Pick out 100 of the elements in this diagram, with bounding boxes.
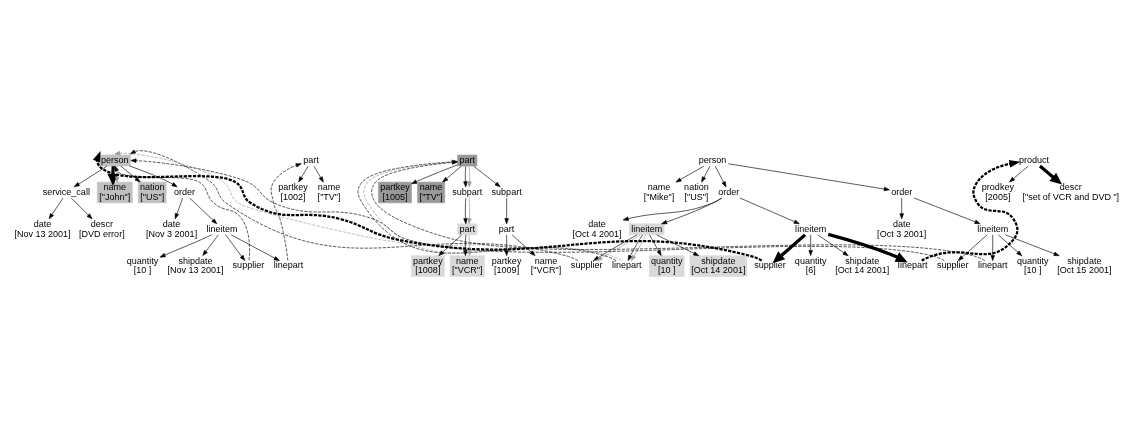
node-text: order	[718, 186, 740, 197]
node-text: shipdate [Oct 15 2001]	[1057, 255, 1112, 276]
node-box: name ["VCR"]	[449, 255, 485, 277]
arrow	[463, 165, 468, 188]
node-box: part	[457, 223, 478, 236]
arrow	[411, 164, 458, 185]
arrow	[649, 234, 662, 256]
node-text: service_call	[42, 186, 90, 197]
node-text: descr ["set of VCR and DVD "]	[1022, 182, 1120, 202]
node-text: lineitem	[977, 223, 1009, 234]
arrow	[48, 197, 64, 220]
node-text: supplier	[936, 260, 969, 271]
node-text: name ["Mike"]	[643, 182, 675, 202]
arrow	[174, 197, 184, 220]
node-text: supplier	[754, 260, 786, 271]
node-text: date [Oct 4 2001]	[572, 218, 622, 239]
node-text: date [Nov 3 2001]	[146, 218, 198, 239]
arrow	[438, 234, 463, 256]
node-text: product	[1019, 154, 1050, 165]
arrow	[808, 234, 813, 256]
node-text: order	[173, 186, 196, 197]
node-text: nation ["US"]	[684, 182, 709, 202]
node-text: quantity [10 ]	[126, 255, 159, 276]
arrow	[504, 234, 509, 256]
arrow	[921, 159, 1021, 262]
node-text: subpart	[452, 186, 483, 197]
node-text: subpart	[491, 186, 522, 197]
node-text: linepart	[273, 260, 304, 271]
arrow	[1038, 164, 1063, 185]
arrow	[957, 234, 988, 261]
node-box: person	[98, 154, 131, 167]
arrow	[739, 197, 800, 225]
node-box: name ["TV"]	[417, 181, 445, 204]
node-text: quantity [10 ]	[1016, 255, 1049, 276]
arrow	[675, 165, 705, 183]
arrow	[130, 158, 945, 261]
arrow	[270, 163, 302, 261]
arrow	[1009, 165, 1029, 183]
arrow	[442, 165, 462, 183]
node-text: name ["TV"]	[317, 182, 341, 202]
arrow	[656, 234, 700, 257]
arrow	[504, 197, 509, 225]
arrow	[827, 232, 908, 263]
node-text: date [Nov 13 2001]	[14, 218, 71, 239]
node-text: descr [DVD error]	[79, 218, 125, 239]
arrow	[817, 234, 849, 257]
node-text: quantity [6]	[794, 255, 827, 276]
node-text: order	[891, 186, 913, 197]
node-box: name ["John"]	[97, 181, 133, 204]
node-text: shipdate [Nov 13 2001]	[167, 255, 224, 276]
node-text: linepart	[897, 260, 928, 271]
node-text: lineitem	[206, 223, 238, 234]
node-text: lineitem	[795, 223, 827, 234]
node-text: partkey [1009]	[491, 255, 522, 276]
node-text: partkey [1002]	[278, 182, 308, 202]
arrow	[70, 197, 93, 220]
arrow	[467, 197, 472, 225]
arrow	[997, 234, 1023, 257]
arrow	[230, 234, 280, 261]
arrow	[990, 234, 995, 261]
node-box: nation ["US"]	[138, 181, 167, 204]
arrow	[728, 163, 890, 192]
arrow	[913, 197, 981, 225]
node-text: date [Oct 3 2001]	[877, 218, 927, 239]
arrow	[189, 197, 218, 225]
arrow	[622, 197, 723, 221]
arrow	[463, 197, 468, 225]
arrow	[473, 165, 501, 188]
node-box: shipdate [Oct 14 2001]	[689, 255, 748, 277]
node-text: name ["VCR"]	[530, 255, 562, 276]
arrow	[298, 165, 309, 183]
node-text: person	[698, 154, 727, 165]
arrow	[313, 165, 324, 183]
arrow	[511, 234, 536, 256]
node-text: part	[498, 223, 515, 234]
arrow	[73, 165, 108, 188]
arrow	[202, 234, 219, 256]
arrow	[92, 150, 763, 262]
node-text: part	[303, 154, 319, 165]
arrow	[371, 160, 986, 261]
node-box: partkey [1005]	[378, 181, 412, 204]
arrow	[661, 197, 722, 225]
arrow	[701, 165, 711, 183]
node-text: linepart	[977, 260, 1008, 271]
arrow	[225, 234, 246, 261]
node-text: supplier	[570, 260, 603, 271]
node-text: shipdate [Oct 14 2001]	[835, 255, 890, 276]
arrow	[714, 165, 727, 188]
arrow	[467, 234, 472, 256]
arrow	[467, 165, 472, 188]
arrow	[1004, 234, 1060, 256]
node-text: supplier	[232, 260, 265, 271]
node-box: lineitem	[628, 223, 665, 236]
arrow	[159, 234, 212, 258]
node-text: prodkey [2005]	[981, 182, 1014, 202]
arrow	[120, 165, 141, 183]
arrow	[463, 234, 468, 256]
node-box-text: quantity [10 ]	[648, 255, 685, 277]
arrow	[772, 233, 807, 264]
node-box: part	[457, 154, 478, 167]
